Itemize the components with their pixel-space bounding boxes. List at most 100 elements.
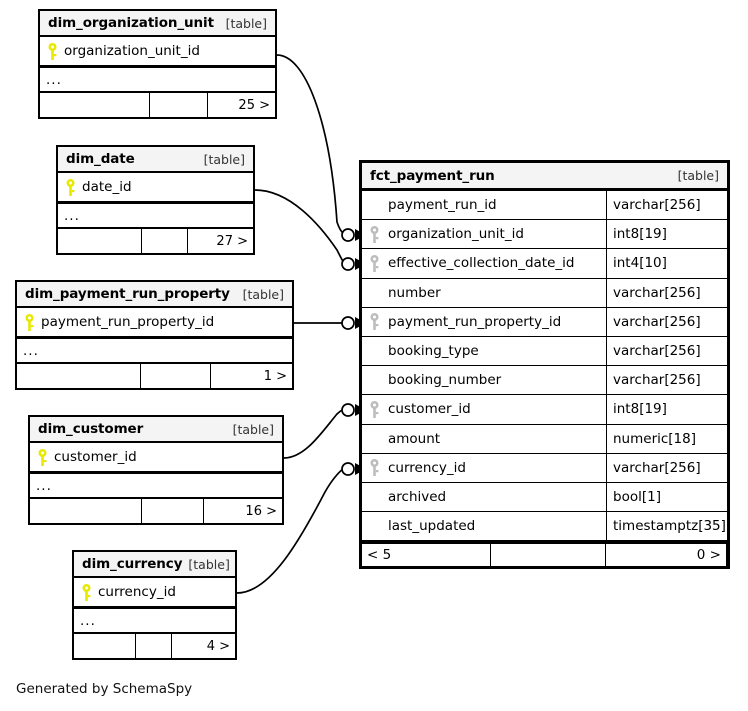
column-type: timestamptz[35] [606, 512, 727, 541]
primary-key-icon [17, 313, 41, 331]
column-name: currency_id [388, 459, 466, 476]
more-columns-ellipsis: ... [40, 66, 275, 93]
column-name: amount [388, 430, 441, 447]
foreign-key-icon [362, 459, 386, 477]
column-name: organization_unit_id [64, 43, 200, 59]
table-footer: 4 > [74, 634, 235, 658]
footer-left[interactable] [17, 364, 141, 388]
column-name: number [388, 284, 441, 301]
table-name: dim_customer [38, 421, 144, 437]
table-tag: [table] [232, 421, 274, 437]
table-row[interactable]: effective_collection_date_id int4[10] [362, 249, 727, 279]
more-columns-ellipsis: ... [17, 337, 292, 364]
footer-middle [491, 544, 606, 567]
column-row[interactable]: organization_unit_id [40, 37, 275, 66]
more-columns-ellipsis: ... [58, 202, 253, 229]
table-footer: < 5 0 > [362, 541, 727, 567]
footer-left[interactable] [40, 93, 150, 117]
column-row[interactable]: date_id [58, 173, 253, 202]
more-columns-ellipsis: ... [74, 607, 235, 634]
footer-right-children[interactable]: 0 > [606, 544, 727, 567]
column-type: numeric[18] [606, 424, 727, 453]
column-type: varchar[256] [606, 336, 727, 366]
table-tag: [table] [677, 168, 719, 183]
table-name: dim_payment_run_property [25, 286, 230, 302]
table-row[interactable]: currency_id varchar[256] [362, 453, 727, 483]
footer-left[interactable] [30, 499, 142, 523]
table-row[interactable]: customer_id int8[19] [362, 395, 727, 425]
footer-left-parents[interactable]: < 5 [362, 544, 491, 567]
footer-right[interactable]: 16 > [245, 503, 277, 519]
column-row[interactable]: payment_run_property_id [17, 308, 292, 337]
column-name: booking_number [388, 372, 502, 389]
footer-middle [141, 364, 211, 388]
table-dim-date[interactable]: dim_date [table] date_id ... 27 > [56, 145, 255, 255]
table-name: dim_date [66, 151, 135, 167]
table-row[interactable]: payment_run_property_id varchar[256] [362, 307, 727, 337]
column-type: int4[10] [606, 249, 727, 278]
table-footer: 1 > [17, 364, 292, 388]
foreign-key-icon [362, 225, 386, 243]
table-footer: 16 > [30, 499, 282, 523]
footer-right[interactable]: 27 > [216, 233, 248, 249]
column-name: booking_type [388, 343, 479, 360]
foreign-key-icon [362, 400, 386, 418]
primary-key-icon [30, 448, 54, 466]
more-columns-ellipsis: ... [30, 472, 282, 499]
table-row[interactable]: payment_run_id varchar[256] [362, 191, 727, 221]
column-name: payment_run_property_id [41, 314, 215, 330]
table-row[interactable]: number varchar[256] [362, 278, 727, 308]
table-header: dim_date [table] [58, 147, 253, 173]
column-name: customer_id [388, 401, 471, 418]
table-name: dim_currency [82, 556, 183, 572]
column-type: varchar[256] [606, 453, 727, 482]
column-type: varchar[256] [606, 278, 727, 307]
table-tag: [table] [225, 15, 267, 31]
table-dim-customer[interactable]: dim_customer [table] customer_id ... 16 … [28, 415, 284, 525]
table-footer: 27 > [58, 229, 253, 253]
footer-right[interactable]: 25 > [238, 97, 270, 113]
footer-right[interactable]: 1 > [263, 368, 287, 384]
primary-key-icon [40, 42, 64, 60]
table-row[interactable]: last_updated timestamptz[35] [362, 512, 727, 542]
table-dim-organization-unit[interactable]: dim_organization_unit [table] organizati… [38, 9, 277, 119]
column-type: varchar[256] [606, 307, 727, 336]
relationship-line-organization-unit [276, 54, 345, 235]
column-name: archived [388, 488, 447, 505]
table-header: dim_customer [table] [30, 417, 282, 443]
primary-key-icon [58, 178, 82, 196]
column-name: effective_collection_date_id [388, 255, 575, 272]
table-row[interactable]: amount numeric[18] [362, 424, 727, 454]
table-dim-currency[interactable]: dim_currency [table] currency_id ... 4 > [72, 550, 237, 660]
table-row[interactable]: archived bool[1] [362, 482, 727, 513]
table-name: dim_organization_unit [48, 15, 214, 31]
column-type: varchar[256] [606, 366, 727, 395]
primary-key-icon [74, 583, 98, 601]
relationship-line-date [254, 189, 345, 264]
column-name: payment_run_id [388, 197, 497, 214]
column-name: organization_unit_id [388, 226, 524, 243]
table-header: dim_organization_unit [table] [40, 11, 275, 37]
column-name: payment_run_property_id [388, 313, 562, 330]
footer-middle [136, 634, 172, 658]
table-fct-payment-run[interactable]: fct_payment_run [table] payment_run_id v… [359, 160, 730, 570]
table-row[interactable]: booking_number varchar[256] [362, 366, 727, 396]
footer-middle [150, 93, 208, 117]
column-type: int8[19] [606, 220, 727, 249]
table-dim-payment-run-property[interactable]: dim_payment_run_property [table] payment… [15, 280, 294, 390]
table-name: fct_payment_run [370, 167, 495, 184]
foreign-key-icon [362, 313, 386, 331]
footer-left[interactable] [58, 229, 142, 253]
column-row[interactable]: currency_id [74, 578, 235, 607]
column-name: currency_id [98, 584, 176, 600]
footer-left[interactable] [74, 634, 136, 658]
table-row[interactable]: organization_unit_id int8[19] [362, 220, 727, 250]
column-row[interactable]: customer_id [30, 443, 282, 472]
foreign-key-icon [362, 254, 386, 272]
footer-right[interactable]: 4 > [206, 638, 230, 654]
table-tag: [table] [242, 286, 284, 302]
table-row[interactable]: booking_type varchar[256] [362, 336, 727, 367]
footer-middle [142, 499, 204, 523]
relationship-line-customer [283, 408, 345, 459]
